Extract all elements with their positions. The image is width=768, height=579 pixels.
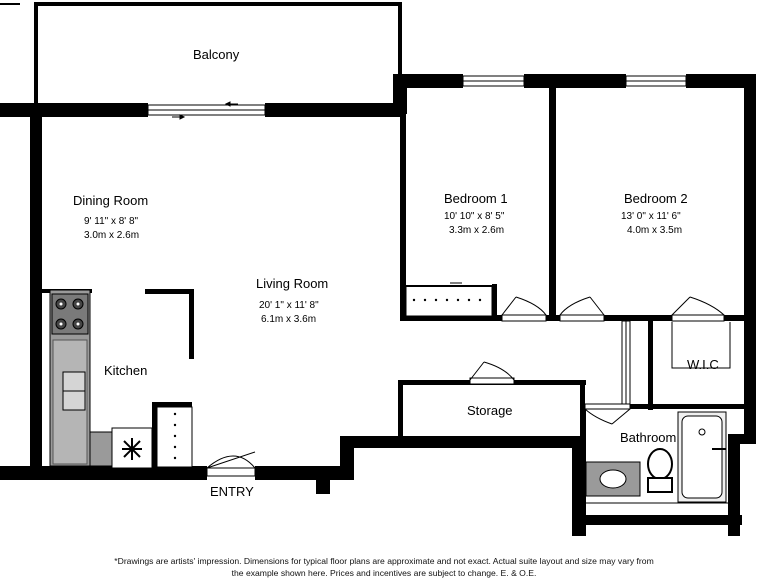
bedroom1-dim-imperial: 10' 10" x 8' 5" [444, 211, 505, 222]
hall-closet-door [621, 320, 631, 405]
balcony-label: Balcony [193, 47, 240, 62]
living-room-dim-imperial: 20' 1" x 11' 8" [259, 300, 319, 311]
toilet [647, 448, 673, 480]
bedroom1-door [501, 296, 547, 322]
dining-room-dim-imperial: 9' 11" x 8' 8" [84, 216, 139, 227]
living-room-label: Living Room [256, 276, 329, 291]
kitchen-label: Kitchen [104, 363, 148, 378]
exterior-walls [0, 74, 756, 536]
doors [206, 296, 725, 477]
disclaimer-line-2: the example shown here. Prices and incen… [231, 568, 537, 578]
entry-door [206, 451, 256, 477]
dining-room-label: Dining Room [73, 193, 149, 208]
slider-arrows [172, 101, 238, 120]
disclaimer-line-1: *Drawings are artists' impression. Dimen… [114, 556, 654, 566]
windows [147, 75, 687, 116]
living-room-dim-metric: 6.1m x 3.6m [261, 314, 317, 325]
bedroom2-dim-imperial: 13' 0" x 11' 6" [621, 211, 681, 222]
kitchen-fixtures [49, 289, 153, 469]
bedroom1-closet [405, 282, 497, 318]
dining-room-dim-metric: 3.0m x 2.6m [84, 230, 140, 241]
wic-label: W.I.C [687, 357, 719, 372]
bedroom2-label: Bedroom 2 [624, 191, 688, 206]
bathroom-door [584, 403, 631, 425]
bathroom-label: Bathroom [620, 430, 677, 445]
bedroom2-dim-metric: 4.0m x 3.5m [627, 225, 683, 236]
interior-walls [42, 86, 754, 438]
vanity-sink [599, 469, 627, 489]
entry-label: ENTRY [210, 484, 254, 499]
bedroom1-label: Bedroom 1 [444, 191, 508, 206]
bedroom1-dim-metric: 3.3m x 2.6m [449, 225, 505, 236]
bathroom-fixtures [585, 411, 728, 504]
storage-door [469, 361, 515, 385]
storage-label: Storage [467, 403, 513, 418]
disclaimer: *Drawings are artists' impression. Dimen… [0, 555, 768, 579]
kitchen-pantry [152, 402, 193, 468]
wic-door [671, 296, 725, 322]
wic-rod [671, 322, 731, 369]
bedroom2-door [559, 296, 605, 322]
